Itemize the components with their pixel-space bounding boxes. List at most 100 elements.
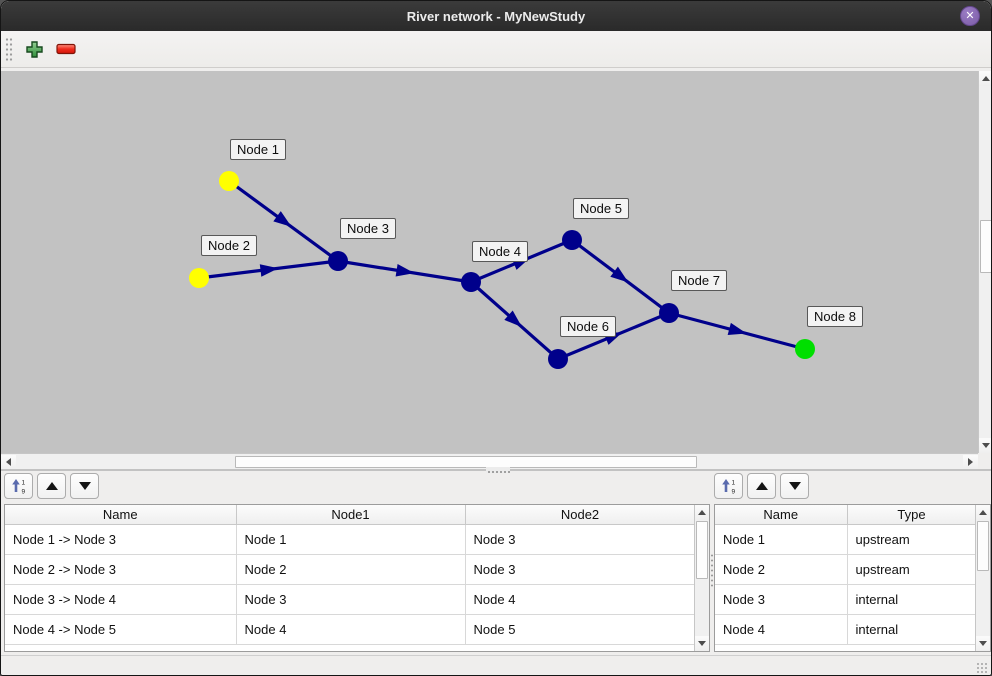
down-triangle-icon — [788, 482, 801, 490]
canvas-vscroll-thumb[interactable] — [980, 220, 991, 273]
nodes-table-scrollbar[interactable] — [975, 505, 990, 651]
canvas-hscroll-thumb[interactable] — [235, 456, 697, 468]
node-label-node3[interactable]: Node 3 — [340, 218, 396, 239]
window-title: River network - MyNewStudy — [406, 8, 586, 24]
edges-move-down-button[interactable] — [70, 473, 99, 499]
node-node8[interactable] — [795, 339, 815, 359]
remove-button[interactable] — [52, 35, 80, 63]
edges-move-up-button[interactable] — [37, 473, 66, 499]
plus-icon — [25, 40, 43, 58]
cell-name[interactable]: Node 3 -> Node 4 — [5, 583, 237, 615]
node-label-node1[interactable]: Node 1 — [230, 139, 286, 160]
nodes-scroll-up-button[interactable] — [976, 505, 990, 520]
node-label-node6[interactable]: Node 6 — [560, 316, 616, 337]
canvas-scroll-left-button[interactable] — [1, 455, 16, 469]
node-node7[interactable] — [659, 303, 679, 323]
sort-ascending-icon: 1 9 — [12, 478, 26, 495]
cell-name[interactable]: Node 4 -> Node 5 — [5, 613, 237, 645]
cell-type[interactable]: upstream — [846, 523, 977, 555]
node-node3[interactable] — [328, 251, 348, 271]
splitter-handle-icon[interactable] — [486, 467, 510, 473]
cell-name[interactable]: Node 4 — [715, 613, 848, 645]
cell-name[interactable]: Node 3 — [715, 583, 848, 615]
cell-node2[interactable]: Node 5 — [464, 613, 696, 645]
node-label-node7[interactable]: Node 7 — [671, 270, 727, 291]
down-arrow-icon — [698, 641, 706, 646]
node-label-node2[interactable]: Node 2 — [201, 235, 257, 256]
cell-node2[interactable]: Node 3 — [464, 553, 696, 585]
resize-grip-icon[interactable] — [976, 662, 988, 674]
canvas-scroll-up-button[interactable] — [979, 71, 991, 86]
edges-scroll-thumb[interactable] — [696, 521, 708, 579]
node-node6[interactable] — [548, 349, 568, 369]
close-icon: ✕ — [965, 10, 975, 22]
cell-type[interactable]: upstream — [846, 553, 977, 585]
node-node4[interactable] — [461, 272, 481, 292]
titlebar[interactable]: River network - MyNewStudy ✕ — [1, 1, 991, 31]
cell-name[interactable]: Node 2 -> Node 3 — [5, 553, 237, 585]
network-canvas[interactable]: Node 1 Node 2 Node 3 Node 4 Node 5 Node 6 Node… — [1, 71, 978, 453]
nodes-move-down-button[interactable] — [780, 473, 809, 499]
canvas-hscrollbar[interactable] — [1, 453, 978, 469]
nodes-scroll-down-button[interactable] — [976, 636, 990, 651]
canvas-scroll-right-button[interactable] — [963, 455, 978, 469]
cell-node1[interactable]: Node 1 — [235, 523, 466, 555]
minus-icon — [56, 43, 76, 55]
flow-direction-arrow-icon — [259, 264, 279, 277]
flow-direction-arrow-icon — [610, 266, 629, 283]
cell-node1[interactable]: Node 4 — [235, 613, 466, 645]
cell-node1[interactable]: Node 2 — [235, 553, 466, 585]
toolbar — [1, 31, 991, 68]
svg-text:1: 1 — [732, 479, 736, 486]
canvas-scroll-down-button[interactable] — [979, 438, 991, 453]
flow-direction-arrow-icon — [395, 264, 415, 277]
column-header-type[interactable]: Type — [846, 505, 977, 525]
node-label-node8[interactable]: Node 8 — [807, 306, 863, 327]
up-arrow-icon — [979, 510, 987, 515]
node-node5[interactable] — [562, 230, 582, 250]
down-arrow-icon — [982, 443, 990, 448]
node-node1[interactable] — [219, 171, 239, 191]
cell-node1[interactable]: Node 3 — [235, 583, 466, 615]
tables-splitter-handle-icon[interactable] — [710, 553, 714, 589]
column-header-node1[interactable]: Node1 — [235, 505, 466, 525]
cell-name[interactable]: Node 1 -> Node 3 — [5, 523, 237, 555]
cell-type[interactable]: internal — [846, 613, 977, 645]
nodes-move-up-button[interactable] — [747, 473, 776, 499]
river-network-graph — [189, 171, 815, 369]
node-label-node5[interactable]: Node 5 — [573, 198, 629, 219]
cell-type[interactable]: internal — [846, 583, 977, 615]
cell-name[interactable]: Node 1 — [715, 523, 848, 555]
cell-node2[interactable]: Node 4 — [464, 583, 696, 615]
column-header-name[interactable]: Name — [5, 505, 237, 525]
edges-scroll-down-button[interactable] — [695, 636, 709, 651]
edges-scroll-up-button[interactable] — [695, 505, 709, 520]
up-triangle-icon — [45, 482, 58, 490]
toolbar-grip-icon[interactable] — [5, 37, 13, 62]
cell-name[interactable]: Node 2 — [715, 553, 848, 585]
close-button[interactable]: ✕ — [960, 6, 980, 26]
down-triangle-icon — [78, 482, 91, 490]
nodes-scroll-thumb[interactable] — [977, 521, 989, 571]
edges-sort-button[interactable]: 1 9 — [4, 473, 33, 499]
flow-direction-arrow-icon — [273, 211, 292, 227]
edges-table-scrollbar[interactable] — [694, 505, 709, 651]
add-node-button[interactable] — [20, 35, 48, 63]
cell-node2[interactable]: Node 3 — [464, 523, 696, 555]
column-header-name[interactable]: Name — [715, 505, 848, 525]
column-header-node2[interactable]: Node2 — [464, 505, 696, 525]
nodes-sort-button[interactable]: 1 9 — [714, 473, 743, 499]
node-label-node4[interactable]: Node 4 — [472, 241, 528, 262]
node-node2[interactable] — [189, 268, 209, 288]
canvas-vscrollbar[interactable] — [978, 71, 991, 453]
